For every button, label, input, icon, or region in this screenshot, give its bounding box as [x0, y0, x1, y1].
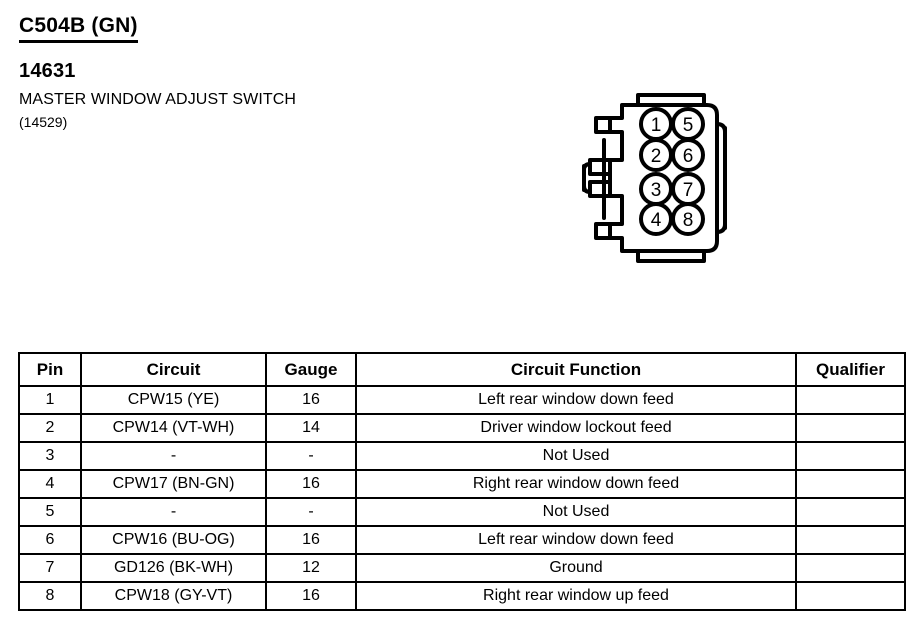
- cell-function: Ground: [355, 553, 797, 583]
- cell-pin: 6: [18, 525, 82, 555]
- svg-text:6: 6: [683, 146, 694, 167]
- table-row: 2 CPW14 (VT-WH) 14 Driver window lockout…: [18, 413, 906, 443]
- cell-pin: 4: [18, 469, 82, 499]
- svg-text:1: 1: [651, 115, 662, 136]
- cell-function: Left rear window down feed: [355, 385, 797, 415]
- cell-qualifier: [795, 469, 906, 499]
- connector-latch-mid-upper: [588, 158, 612, 176]
- cell-qualifier: [795, 385, 906, 415]
- column-header-qualifier: Qualifier: [795, 352, 906, 387]
- cell-circuit: CPW16 (BU-OG): [80, 525, 267, 555]
- cell-circuit: GD126 (BK-WH): [80, 553, 267, 583]
- svg-text:8: 8: [683, 210, 694, 231]
- pin-circle-2: 2: [639, 138, 673, 172]
- table-row: 5 - - Not Used: [18, 497, 906, 527]
- cell-gauge: 16: [265, 469, 357, 499]
- cell-pin: 2: [18, 413, 82, 443]
- table-row: 6 CPW16 (BU-OG) 16 Left rear window down…: [18, 525, 906, 555]
- pin-circle-8: 8: [671, 202, 705, 236]
- connector-latch-lower: [594, 222, 612, 240]
- svg-text:3: 3: [651, 180, 662, 201]
- pin-circle-7: 7: [671, 172, 705, 206]
- connector-latch-upper: [594, 116, 612, 134]
- pin-circle-5: 5: [671, 107, 705, 141]
- table-row: 4 CPW17 (BN-GN) 16 Right rear window dow…: [18, 469, 906, 499]
- pin-circles-right: 5 6 7 8: [671, 107, 705, 236]
- part-number: 14631: [19, 60, 76, 82]
- cell-function: Not Used: [355, 497, 797, 527]
- table-row: 7 GD126 (BK-WH) 12 Ground: [18, 553, 906, 583]
- pin-circle-4: 4: [639, 202, 673, 236]
- column-header-circuit: Circuit: [80, 352, 267, 387]
- cell-circuit: CPW14 (VT-WH): [80, 413, 267, 443]
- cell-gauge: 16: [265, 581, 357, 611]
- cell-gauge: -: [265, 497, 357, 527]
- table-header-row: Pin Circuit Gauge Circuit Function Quali…: [18, 352, 906, 387]
- cell-circuit: CPW17 (BN-GN): [80, 469, 267, 499]
- cell-qualifier: [795, 553, 906, 583]
- cell-pin: 1: [18, 385, 82, 415]
- cell-qualifier: [795, 413, 906, 443]
- pin-table-container: Pin Circuit Gauge Circuit Function Quali…: [18, 352, 906, 611]
- cell-circuit: -: [80, 441, 267, 471]
- cell-function: Right rear window up feed: [355, 581, 797, 611]
- svg-text:2: 2: [651, 146, 662, 167]
- part-alt-number: (14529): [19, 114, 68, 130]
- cell-pin: 3: [18, 441, 82, 471]
- table-row: 8 CPW18 (GY-VT) 16 Right rear window up …: [18, 581, 906, 611]
- part-name: MASTER WINDOW ADJUST SWITCH: [19, 91, 297, 108]
- cell-pin: 7: [18, 553, 82, 583]
- pin-circles-left: 1 2 3 4: [639, 107, 673, 236]
- cell-qualifier: [795, 497, 906, 527]
- cell-gauge: 16: [265, 525, 357, 555]
- cell-circuit: CPW18 (GY-VT): [80, 581, 267, 611]
- column-header-circuit-function: Circuit Function: [355, 352, 797, 387]
- table-row: 1 CPW15 (YE) 16 Left rear window down fe…: [18, 385, 906, 415]
- pin-circle-6: 6: [671, 138, 705, 172]
- cell-function: Driver window lockout feed: [355, 413, 797, 443]
- connector-diagram: 1 2 3 4 5 6: [560, 78, 760, 278]
- svg-text:4: 4: [651, 210, 662, 231]
- column-header-gauge: Gauge: [265, 352, 357, 387]
- svg-text:7: 7: [683, 180, 694, 201]
- cell-pin: 5: [18, 497, 82, 527]
- pin-circle-1: 1: [639, 107, 673, 141]
- cell-gauge: 14: [265, 413, 357, 443]
- cell-qualifier: [795, 581, 906, 611]
- pin-circle-3: 3: [639, 172, 673, 206]
- cell-function: Not Used: [355, 441, 797, 471]
- cell-pin: 8: [18, 581, 82, 611]
- connector-latch-mid-lower: [588, 180, 612, 198]
- cell-gauge: 16: [265, 385, 357, 415]
- column-header-pin: Pin: [18, 352, 82, 387]
- pin-assignment-table: Pin Circuit Gauge Circuit Function Quali…: [18, 352, 906, 611]
- cell-function: Right rear window down feed: [355, 469, 797, 499]
- cell-function: Left rear window down feed: [355, 525, 797, 555]
- cell-gauge: -: [265, 441, 357, 471]
- table-row: 3 - - Not Used: [18, 441, 906, 471]
- cell-gauge: 12: [265, 553, 357, 583]
- cell-qualifier: [795, 441, 906, 471]
- cell-circuit: CPW15 (YE): [80, 385, 267, 415]
- cell-circuit: -: [80, 497, 267, 527]
- cell-qualifier: [795, 525, 906, 555]
- svg-text:5: 5: [683, 115, 694, 136]
- connector-id-title: C504B (GN): [19, 14, 138, 43]
